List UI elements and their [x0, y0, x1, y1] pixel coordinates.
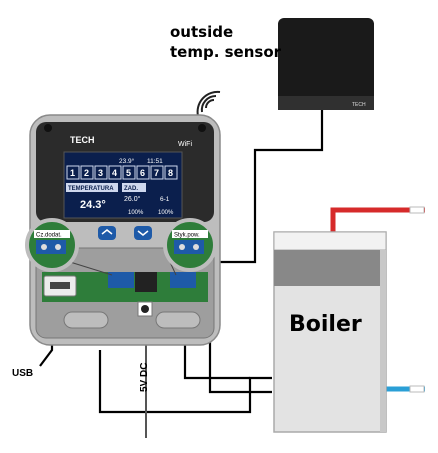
screen-outside-temp: 23.9°	[119, 157, 135, 165]
usb-label: USB	[12, 368, 34, 379]
zone-number: 1	[70, 168, 75, 178]
boiler-label: Boiler	[289, 312, 362, 337]
power-socket	[135, 272, 157, 292]
zone-number: 2	[84, 168, 89, 178]
boiler-wire-1	[98, 350, 272, 414]
screen-zone-range: 6-1	[160, 196, 170, 203]
hot-pipe	[330, 206, 425, 232]
screen-percent-right: 100%	[158, 210, 174, 216]
screen-percent-left: 100%	[128, 210, 144, 216]
zone-box	[66, 165, 80, 180]
outside-sensor-label: outside temp. sensor	[170, 22, 281, 62]
controller-wifi-label: WiFi	[178, 141, 192, 148]
up-button[interactable]	[98, 226, 116, 240]
zone-box	[122, 165, 136, 180]
controller-brand: TECH	[70, 135, 95, 145]
zone-box	[164, 165, 178, 180]
zoom-right: Styk.pow.	[163, 218, 217, 276]
zoom-left: Cz.dodat.	[25, 218, 113, 276]
sensor-brand: TECH	[352, 102, 366, 108]
screen-temperature-label: TEMPERATURA	[68, 186, 114, 192]
zone-number: 8	[168, 168, 173, 178]
sensor-label-line1: outside	[170, 23, 234, 41]
zone-box	[94, 165, 108, 180]
screen-set-temp: 26.0°	[124, 195, 141, 203]
screen-current-temp: 24.3°	[80, 199, 106, 211]
cold-pipe	[385, 385, 425, 393]
terminal-right	[170, 272, 196, 288]
connector-left-label: Cz.dodat.	[36, 233, 62, 239]
zone-number: 6	[140, 168, 145, 178]
boiler	[273, 231, 387, 433]
outside-sensor: TECH	[278, 18, 374, 110]
zone-number: 7	[154, 168, 159, 178]
wifi-waves-icon	[196, 90, 221, 117]
sensor-label-line2: temp. sensor	[170, 43, 282, 61]
power-label: 5V DC	[139, 362, 150, 392]
terminal-left	[108, 272, 134, 288]
screen-set-label: ZAD.	[124, 186, 138, 192]
down-button[interactable]	[134, 226, 152, 240]
connector-right-label: Styk.pow.	[174, 233, 200, 239]
screen-clock: 11:51	[147, 158, 163, 165]
zone-box	[80, 165, 94, 180]
zone-box	[136, 165, 150, 180]
chevron-down-icon	[137, 230, 149, 236]
zone-number: 5	[126, 168, 131, 178]
zone-box	[108, 165, 122, 180]
zone-box	[150, 165, 164, 180]
zone-number: 4	[112, 168, 117, 178]
chevron-up-icon	[101, 229, 113, 235]
zone-number: 3	[98, 168, 103, 178]
